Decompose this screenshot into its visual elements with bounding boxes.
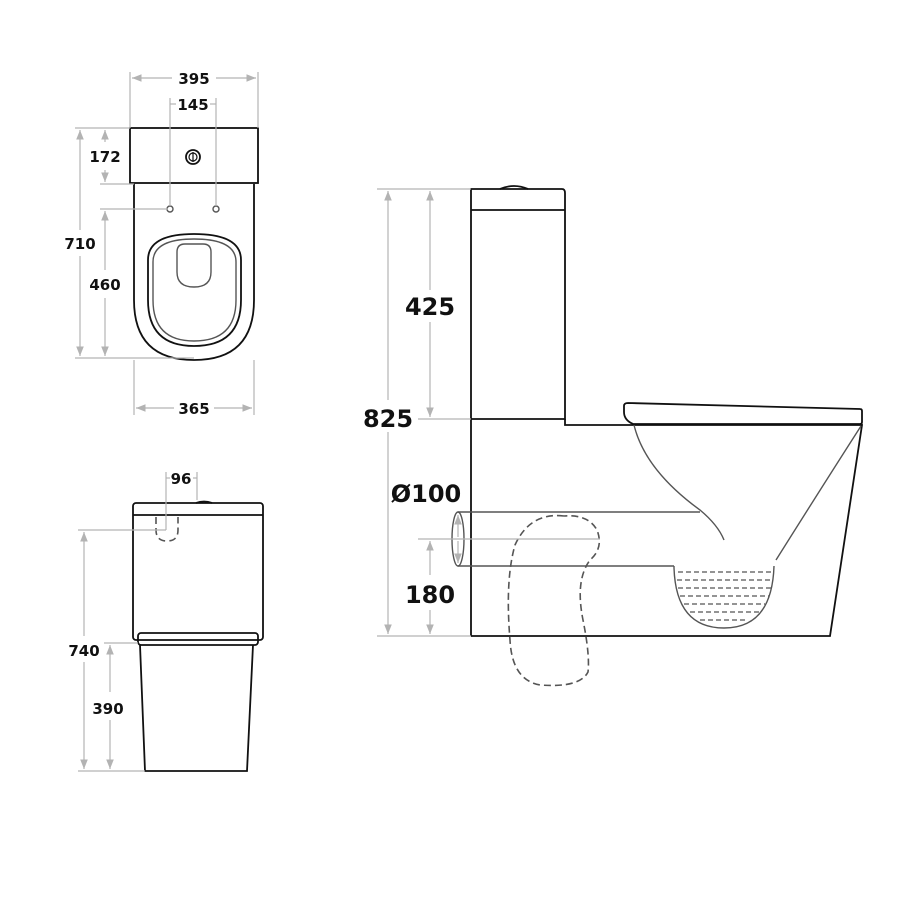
dim-overall-height: 740 — [68, 642, 99, 660]
top-view: 395 145 172 710 460 365 — [64, 70, 259, 418]
dim-overall-width: 395 — [178, 70, 209, 88]
dim-tank-depth: 172 — [89, 148, 120, 166]
bowl-front-curve — [633, 424, 725, 541]
front-view: 96 740 390 — [68, 470, 264, 772]
bowl-back-curve — [775, 425, 862, 561]
cistern — [132, 502, 264, 641]
cistern — [470, 188, 566, 636]
dim-inlet-offset: 96 — [171, 470, 192, 488]
dim-total-height: 825 — [363, 405, 413, 433]
flush-button-icon — [185, 149, 201, 165]
water-surface-lines — [677, 571, 772, 621]
dim-bowl-depth: 460 — [89, 276, 120, 294]
side-view: 825 425 Ø100 180 — [363, 185, 864, 687]
dim-bowl-height: 390 — [92, 700, 123, 718]
bowl-rim — [137, 632, 259, 646]
water-trap — [673, 565, 775, 629]
dim-tank-height: 425 — [405, 293, 455, 321]
dim-outlet-diameter: Ø100 — [391, 480, 462, 508]
seat-hinge-hole — [212, 205, 220, 213]
overflow-outline — [155, 517, 179, 542]
dim-overall-depth: 710 — [64, 235, 95, 253]
pan-body — [471, 419, 864, 637]
dim-inlet-spacing: 145 — [177, 96, 208, 114]
s-trap-connector-dashed — [507, 514, 601, 687]
tank-top — [129, 127, 259, 184]
bowl-outline — [133, 184, 255, 361]
seat-bumper — [176, 243, 212, 288]
dim-outlet-height: 180 — [405, 581, 455, 609]
seat-outer — [147, 233, 242, 347]
dim-bowl-width: 365 — [178, 400, 209, 418]
bowl-pedestal — [139, 644, 254, 772]
toilet-seat — [623, 402, 863, 425]
